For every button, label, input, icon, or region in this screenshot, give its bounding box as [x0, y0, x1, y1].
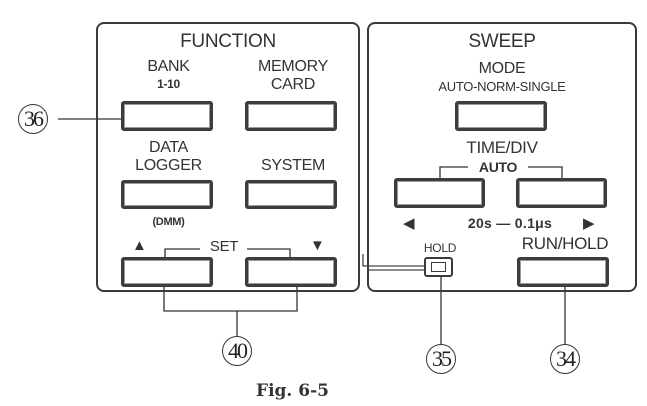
hold-indicator-label: HOLD: [423, 241, 457, 255]
function-panel: [96, 22, 360, 292]
time-div-slower-key[interactable]: [394, 178, 485, 208]
mode-label: MODE: [478, 60, 526, 77]
sweep-panel: [367, 22, 637, 292]
dmm-label: (DMM): [152, 216, 185, 228]
memory-card-key[interactable]: [245, 101, 337, 131]
sweep-panel-title: SWEEP: [468, 31, 536, 52]
bank-label: BANK: [147, 58, 190, 75]
mode-options-label: AUTO-NORM-SINGLE: [438, 79, 566, 94]
run-hold-key[interactable]: [517, 257, 609, 287]
bank-range-label: 1-10: [157, 77, 180, 91]
set-up-key[interactable]: [121, 257, 213, 287]
callout-36: 36: [18, 104, 48, 134]
time-div-left-arrow-icon: ◀: [403, 215, 415, 232]
leader-line-40: [163, 278, 298, 312]
set-down-arrow-icon: ▼: [310, 237, 325, 254]
auto-bracket: [439, 166, 468, 180]
hold-indicator-led: [424, 257, 453, 277]
run-hold-label: RUN/HOLD: [521, 234, 609, 253]
callout-35: 35: [426, 344, 456, 374]
function-panel-title: FUNCTION: [180, 31, 276, 52]
time-div-auto-label: AUTO: [468, 159, 528, 175]
callout-40: 40: [222, 336, 252, 366]
data-logger-label-line2: LOGGER: [135, 157, 202, 174]
data-logger-key[interactable]: [121, 180, 213, 209]
system-label: SYSTEM: [261, 157, 325, 174]
system-key[interactable]: [245, 180, 337, 209]
set-group-label: SET: [202, 238, 246, 255]
mode-key[interactable]: [455, 101, 547, 131]
figure-caption: Fig. 6-5: [256, 381, 329, 401]
time-div-range-label: 20s — 0.1μs: [467, 215, 553, 231]
set-up-arrow-icon: ▲: [132, 237, 147, 254]
bank-key[interactable]: [121, 101, 213, 131]
time-div-right-arrow-icon: ▶: [583, 215, 595, 232]
callout-34: 34: [550, 344, 580, 374]
memory-card-label-line1: MEMORY: [258, 58, 328, 75]
data-logger-label-line1: DATA: [148, 139, 189, 156]
memory-card-label-line2: CARD: [270, 76, 316, 93]
time-div-label: TIME/DIV: [466, 138, 538, 157]
set-down-key[interactable]: [245, 257, 337, 287]
hold-link-upper: [362, 254, 424, 267]
time-div-faster-key[interactable]: [516, 178, 607, 208]
auto-bracket-right: [528, 166, 563, 180]
